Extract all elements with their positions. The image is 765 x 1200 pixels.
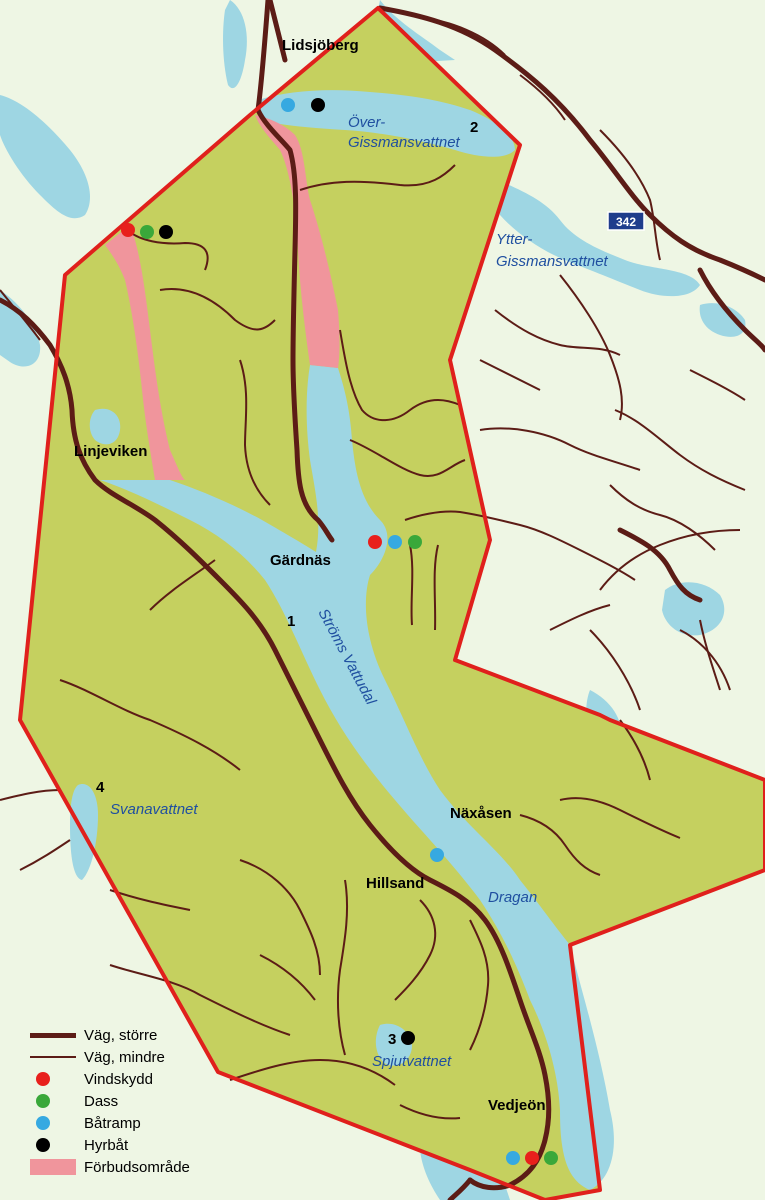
- hyrbat-marker: [159, 225, 173, 239]
- restricted-areas: [105, 115, 340, 480]
- hyrbat-marker: [401, 1031, 415, 1045]
- legend-row-vindskydd: Vindskydd: [30, 1068, 250, 1090]
- legend-row-hyrbat: Hyrbåt: [30, 1134, 250, 1156]
- label-svanavattnet: Svanavattnet: [110, 801, 198, 818]
- area-number-2: 2: [470, 119, 478, 136]
- batramp-marker: [430, 848, 444, 862]
- dass-marker: [408, 535, 422, 549]
- label-dragan: Dragan: [488, 889, 537, 906]
- map-legend: Väg, större Väg, mindre Vindskydd Dass B…: [30, 1024, 250, 1178]
- area-number-3: 3: [388, 1031, 396, 1048]
- legend-hyrbat-label: Hyrbåt: [84, 1136, 129, 1154]
- label-vedjeon: Vedjeön: [488, 1097, 546, 1114]
- legend-vindskydd-label: Vindskydd: [84, 1070, 153, 1088]
- area-numbers: 2 1 4 3: [96, 119, 478, 1048]
- area-number-4: 4: [96, 779, 105, 796]
- lake-stroms-vattudal: [100, 365, 614, 1190]
- label-ytter-gissmans-1: Ytter-: [496, 231, 532, 248]
- area-number-1: 1: [287, 613, 295, 630]
- label-ytter-gissmans-2: Gissmansvattnet: [496, 253, 609, 270]
- legend-dass-label: Dass: [84, 1092, 119, 1110]
- label-linjeviken: Linjeviken: [74, 443, 147, 460]
- label-spjutvattnet: Spjutvattnet: [372, 1053, 452, 1070]
- lake-linjeviken-pond: [89, 408, 121, 445]
- legend-forbud-symbol: [30, 1159, 76, 1175]
- legend-hyrbat-icon: [36, 1138, 50, 1152]
- batramp-marker: [506, 1151, 520, 1165]
- label-naxasen: Näxåsen: [450, 805, 512, 822]
- label-gardnas: Gärdnäs: [270, 552, 331, 569]
- vindskydd-marker: [121, 223, 135, 237]
- legend-road-minor-label: Väg, mindre: [84, 1048, 165, 1066]
- legend-row-batramp: Båtramp: [30, 1112, 250, 1134]
- place-labels: Lidsjöberg Linjeviken Gärdnäs Näxåsen Hi…: [74, 37, 546, 1114]
- legend-row-dass: Dass: [30, 1090, 250, 1112]
- legend-road-major-label: Väg, större: [84, 1026, 158, 1044]
- legend-row-road-major: Väg, större: [30, 1024, 250, 1046]
- fishing-area: [20, 8, 765, 1200]
- legend-dass-icon: [36, 1094, 50, 1108]
- hyrbat-marker: [311, 98, 325, 112]
- vindskydd-marker: [368, 535, 382, 549]
- label-over-gissmans-2: Gissmansvattnet: [348, 134, 461, 151]
- legend-road-minor-symbol: [30, 1056, 76, 1058]
- fishing-area-boundary: [18, 6, 765, 1200]
- dass-marker: [140, 225, 154, 239]
- legend-vindskydd-icon: [36, 1072, 50, 1086]
- road-shield-label: 342: [616, 215, 636, 229]
- legend-batramp-icon: [36, 1116, 50, 1130]
- legend-road-major-symbol: [30, 1032, 76, 1038]
- legend-row-forbud: Förbudsområde: [30, 1156, 250, 1178]
- label-lidsjoberg: Lidsjöberg: [282, 37, 359, 54]
- dass-marker: [544, 1151, 558, 1165]
- label-over-gissmans-1: Över-: [348, 113, 385, 131]
- facilities: [121, 98, 558, 1165]
- label-hillsand: Hillsand: [366, 875, 424, 892]
- legend-forbud-label: Förbudsområde: [84, 1158, 190, 1176]
- legend-row-road-minor: Väg, mindre: [30, 1046, 250, 1068]
- vindskydd-marker: [525, 1151, 539, 1165]
- batramp-marker: [281, 98, 295, 112]
- legend-batramp-label: Båtramp: [84, 1114, 141, 1132]
- batramp-marker: [388, 535, 402, 549]
- road-shield-342: 342: [607, 211, 645, 231]
